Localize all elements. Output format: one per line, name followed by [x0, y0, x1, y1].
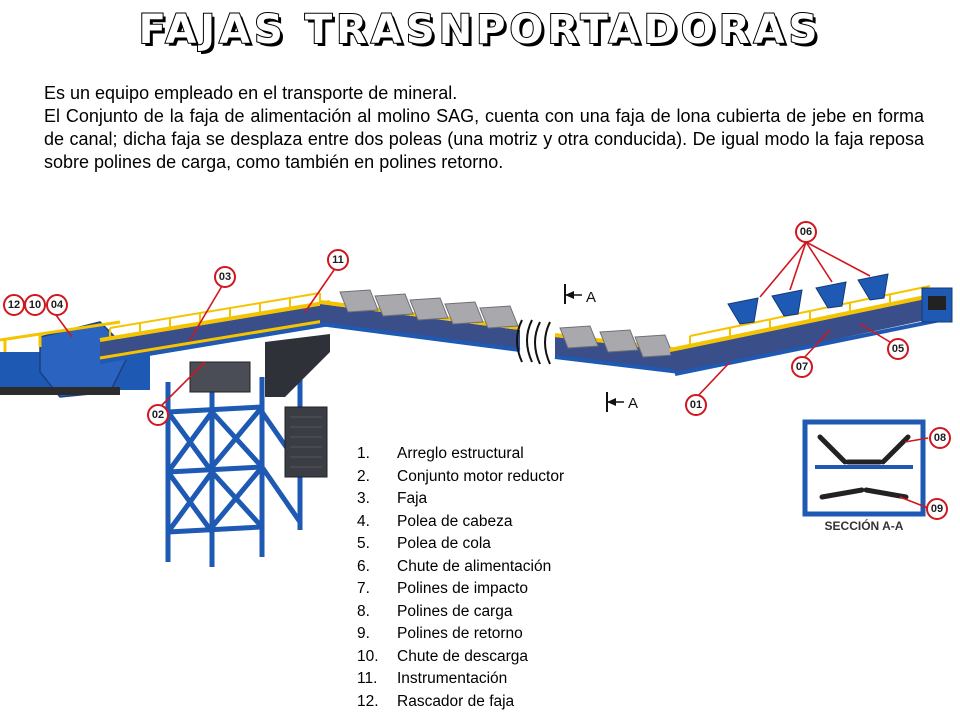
list-item: 11.Instrumentación — [357, 670, 508, 687]
svg-text:11: 11 — [332, 254, 344, 266]
callout-09: 09 — [926, 498, 948, 520]
list-item: 5.Polea de cola — [357, 535, 491, 552]
callout-08: 08 — [929, 427, 951, 449]
list-item: 1.Arreglo estructural — [357, 445, 524, 462]
svg-text:12: 12 — [8, 299, 20, 311]
callout-04: 04 — [46, 294, 68, 316]
list-item: 7.Polines de impacto — [357, 580, 528, 597]
callout-leaders — [55, 241, 929, 509]
list-item: 9.Polines de retorno — [357, 625, 523, 642]
callout-10: 10 — [24, 294, 46, 316]
callout-01: 01 — [685, 394, 707, 416]
svg-text:02: 02 — [152, 409, 164, 421]
horizontal-conveyor — [319, 289, 521, 352]
tail-conveyor — [554, 273, 953, 376]
conveyor-diagram: A A SECCIÓN A-A 12 1 — [0, 221, 953, 567]
svg-text:05: 05 — [892, 343, 904, 355]
svg-text:04: 04 — [51, 299, 64, 311]
callout-06: 06 — [795, 221, 817, 243]
svg-text:03: 03 — [219, 271, 231, 283]
callout-11: 11 — [327, 249, 349, 271]
callout-07: 07 — [791, 356, 813, 378]
support-tower — [165, 334, 330, 567]
section-marker-top: A — [564, 284, 596, 306]
list-item: 12.Rascador de faja — [357, 692, 515, 710]
list-item: 10.Chute de descarga — [357, 647, 528, 665]
intro-line-2: El Conjunto de la faja de alimentación a… — [44, 106, 924, 172]
intro-text: Es un equipo empleado en el transporte d… — [44, 82, 924, 174]
svg-text:08: 08 — [934, 432, 946, 444]
callout-12: 12 — [3, 294, 25, 316]
break-symbol — [516, 319, 551, 365]
page-title: FAJAS TRASNPORTADORAS — [138, 7, 822, 53]
callout-02: 02 — [147, 404, 169, 426]
section-marker-bottom: A — [606, 392, 638, 412]
svg-text:06: 06 — [800, 226, 812, 238]
section-aa-inset: SECCIÓN A-A — [802, 419, 926, 533]
svg-text:01: 01 — [690, 399, 702, 411]
intro-line-1: Es un equipo empleado en el transporte d… — [44, 83, 458, 103]
svg-text:07: 07 — [796, 361, 808, 373]
svg-text:09: 09 — [931, 503, 943, 515]
list-item: 3.Faja — [357, 490, 428, 507]
callout-05: 05 — [887, 338, 909, 360]
list-item: 4.Polea de cabeza — [357, 512, 513, 530]
section-letter-bottom: A — [628, 395, 638, 412]
parts-list: 1.Arreglo estructural 2.Conjunto motor r… — [357, 443, 564, 713]
head-end — [0, 320, 150, 398]
section-letter-top: A — [586, 289, 596, 306]
list-item: 2.Conjunto motor reductor — [357, 467, 565, 485]
list-item: 6.Chute de alimentación — [357, 557, 552, 575]
inclined-conveyor — [99, 292, 331, 364]
list-item: 8.Polines de carga — [357, 602, 513, 620]
section-aa-label: SECCIÓN A-A — [825, 518, 904, 533]
svg-text:10: 10 — [29, 299, 41, 311]
callout-03: 03 — [214, 266, 236, 288]
